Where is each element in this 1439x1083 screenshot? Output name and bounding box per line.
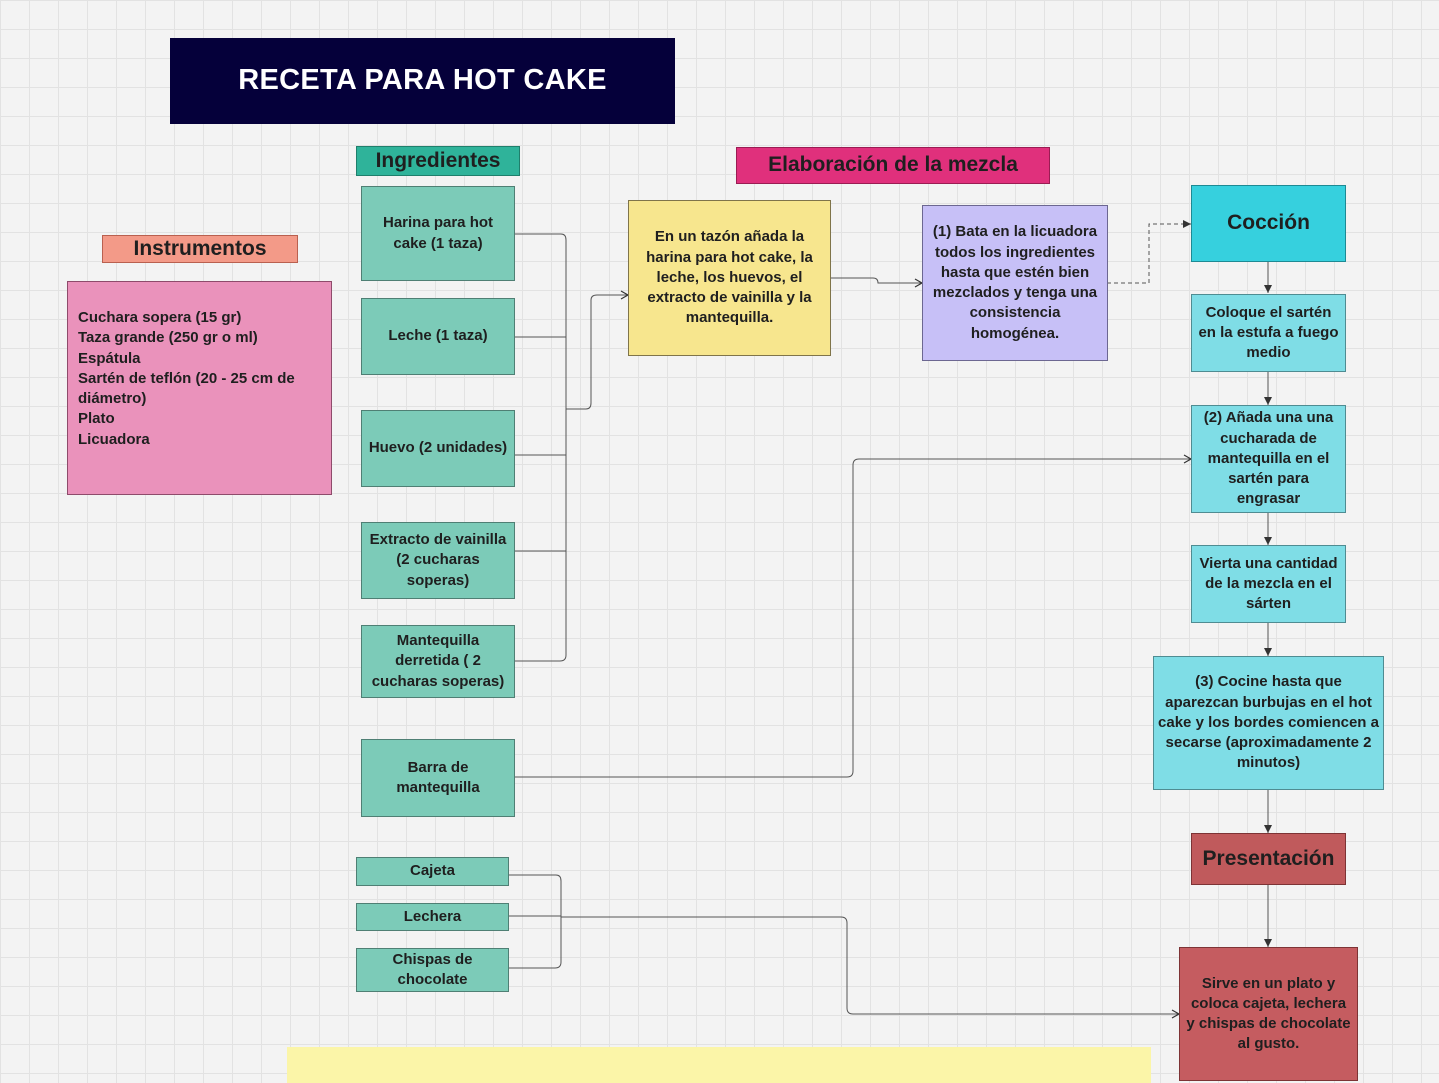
connector-ingredients-bracket	[514, 233, 567, 662]
ingredient-barra-mantequilla: Barra de mantequilla	[361, 739, 515, 817]
step-engrasar: (2) Añada una una cucharada de mantequil…	[1191, 405, 1346, 513]
topping-chispas: Chispas de chocolate	[356, 948, 509, 992]
instrumentos-list: Cuchara sopera (15 gr) Taza grande (250 …	[67, 281, 332, 495]
step-sarten: Coloque el sartén en la estufa a fuego m…	[1191, 294, 1346, 372]
ingredient-harina: Harina para hot cake (1 taza)	[361, 186, 515, 281]
connector-barra-engrasar	[514, 454, 1193, 778]
step-cocinar: (3) Cocine hasta que aparezcan burbujas …	[1153, 656, 1384, 790]
topping-cajeta: Cajeta	[356, 857, 509, 886]
instrumentos-header: Instrumentos	[102, 235, 298, 263]
step-verter: Vierta una cantidad de la mezcla en el s…	[1191, 545, 1346, 623]
connector-toppings-bracket	[509, 874, 562, 969]
step-licuadora: (1) Bata en la licuadora todos los ingre…	[922, 205, 1108, 361]
ingredientes-header: Ingredientes	[356, 146, 520, 176]
connector-to-tazon	[566, 290, 630, 410]
connector-licuadora-coccion	[1107, 220, 1191, 284]
ingredient-huevo: Huevo (2 unidades)	[361, 410, 515, 487]
step-tazon: En un tazón añada la harina para hot cak…	[628, 200, 831, 356]
sticky-note	[287, 1047, 1151, 1083]
page-title: RECETA PARA HOT CAKE	[170, 38, 675, 124]
topping-lechera: Lechera	[356, 903, 509, 931]
ingredient-vainilla: Extracto de vainilla (2 cucharas soperas…	[361, 522, 515, 599]
step-servir: Sirve en un plato y coloca cajeta, leche…	[1179, 947, 1358, 1081]
ingredient-leche: Leche (1 taza)	[361, 298, 515, 375]
ingredient-mantequilla: Mantequilla derretida ( 2 cucharas soper…	[361, 625, 515, 698]
elaboracion-header: Elaboración de la mezcla	[736, 147, 1050, 184]
presentacion-header: Presentación	[1191, 833, 1346, 885]
connector-toppings-servir	[561, 916, 1181, 1019]
connector-tazon-licuadora	[830, 277, 924, 288]
coccion-header: Cocción	[1191, 185, 1346, 262]
